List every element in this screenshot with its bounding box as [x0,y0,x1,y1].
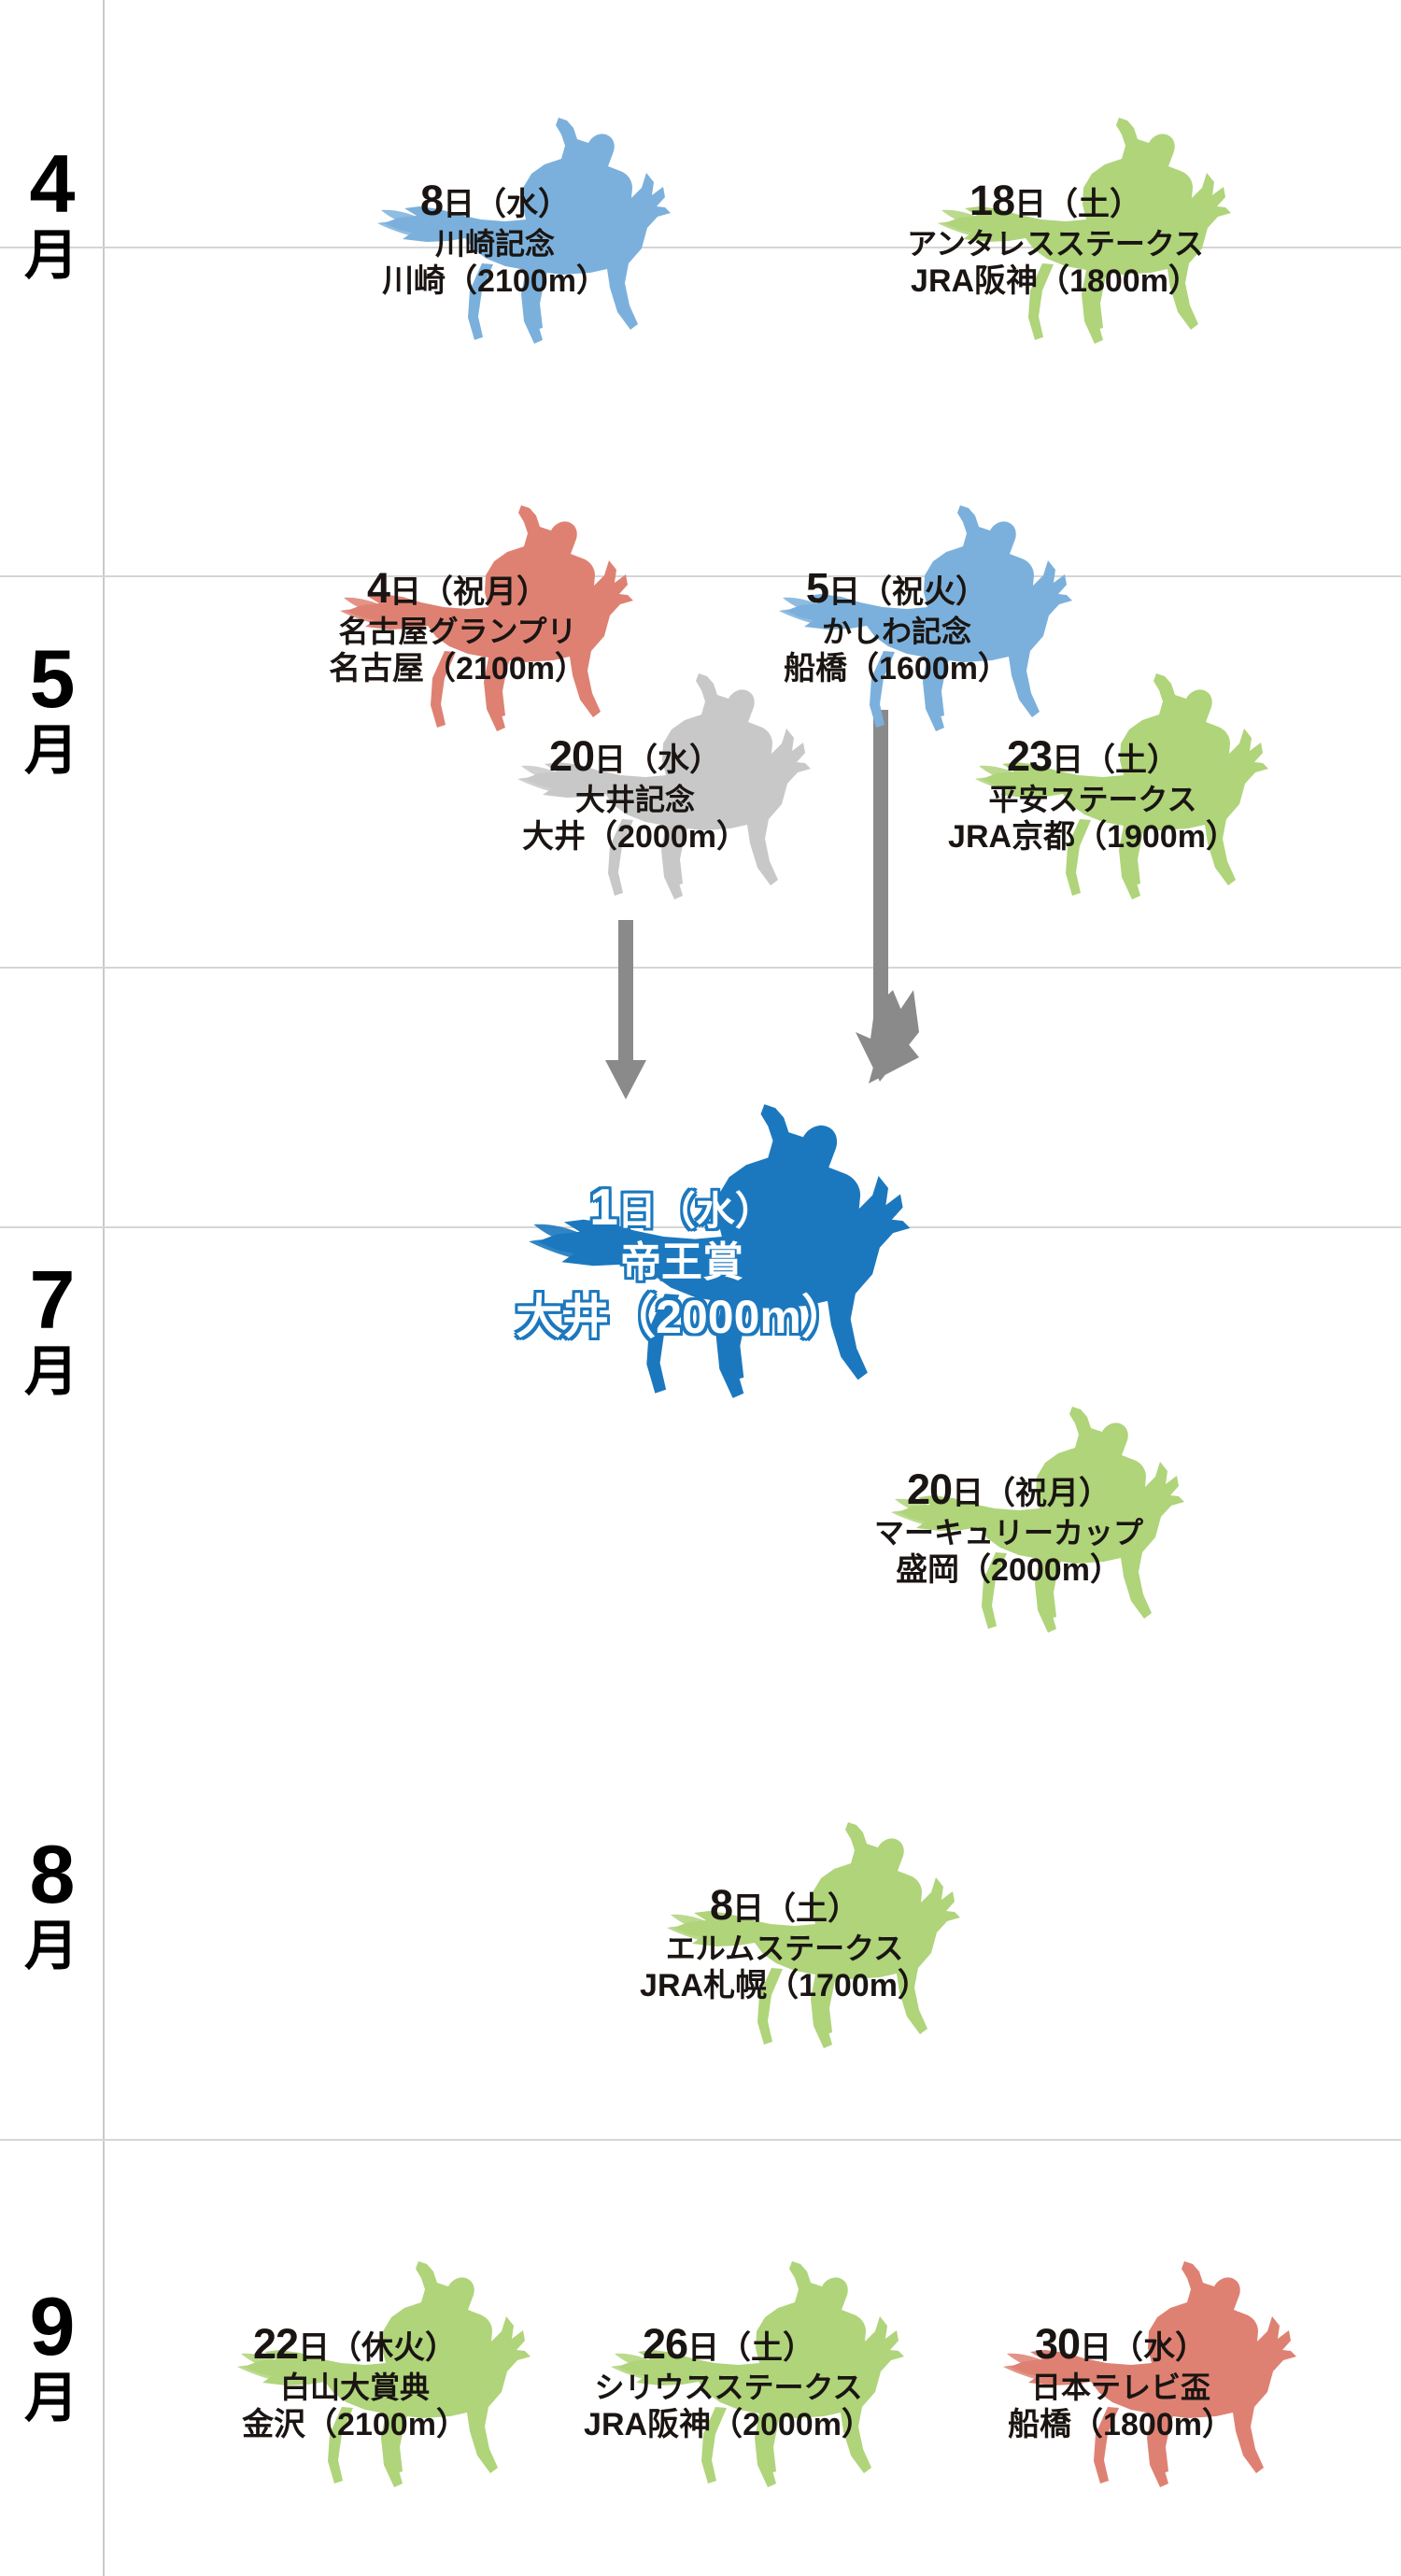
month-label-july: 7 月 [0,990,103,1672]
racehorse-silhouette-icon [542,2242,915,2522]
month-kanji: 月 [23,225,78,287]
race-entry-hakusan-daishoten[interactable]: 22日（休火） 白山大賞典 金沢（2100m） [168,2242,542,2522]
racehorse-silhouette-icon [439,1079,925,1443]
month-number: 9 [29,2279,76,2372]
race-entry-mercury-cup[interactable]: 20日（祝月） マーキュリーカップ 盛岡（2000m） [822,1387,1196,1667]
arrow-kashiwa-kinen-to-teio-sho [822,710,943,1111]
month-label-august: 8 月 [0,1672,103,2139]
racehorse-silhouette-icon [906,654,1280,934]
month-number: 8 [29,1827,76,1920]
month-kanji: 月 [23,1341,78,1403]
racehorse-silhouette-icon [598,1803,971,2083]
race-entry-kawasaki-kinen[interactable]: 8日（水） 川崎記念 川崎（2100m） [308,98,682,378]
racehorse-silhouette-icon [710,486,1083,766]
month-label-april: 4 月 [0,0,103,430]
row-divider-august-sept [0,1226,1401,1228]
vertical-divider [103,0,105,2576]
month-label-september: 9 月 [0,2139,103,2576]
racehorse-silhouette-icon [308,98,682,378]
month-kanji: 月 [23,1916,78,1977]
month-kanji: 月 [23,720,78,782]
race-entry-sirius-stakes[interactable]: 26日（土） シリウスステークス JRA阪神（2000m） [542,2242,915,2522]
month-number: 7 [29,1253,76,1346]
racehorse-silhouette-icon [822,1387,1196,1667]
racehorse-silhouette-icon [934,2242,1308,2522]
month-number: 4 [29,136,76,230]
racehorse-silhouette-icon [869,98,1242,378]
row-divider-july-august [0,967,1401,969]
race-entry-elm-stakes[interactable]: 8日（土） エルムステークス JRA札幌（1700m） [598,1803,971,2083]
race-entry-antares-stakes[interactable]: 18日（土） アンタレスステークス JRA阪神（1800m） [869,98,1242,378]
racehorse-silhouette-icon [271,486,644,766]
racehorse-silhouette-icon [168,2242,542,2522]
month-kanji: 月 [23,2368,78,2429]
race-entry-heian-stakes[interactable]: 23日（土） 平安ステークス JRA京都（1900m） [906,654,1280,934]
arrow-oi-kinen-to-teio-sho [598,920,654,1107]
row-divider-sept-bottom [0,2139,1401,2141]
month-label-may: 5 月 [0,430,103,990]
race-entry-oi-kinen[interactable]: 20日（水） 大井記念 大井（2000m） [448,654,822,934]
row-divider-april-may [0,247,1401,248]
row-divider-may-july [0,575,1401,577]
race-entry-nihon-tv-hai[interactable]: 30日（水） 日本テレビ盃 船橋（1800m） [934,2242,1308,2522]
racehorse-silhouette-icon [448,654,822,934]
month-number: 5 [29,631,76,725]
